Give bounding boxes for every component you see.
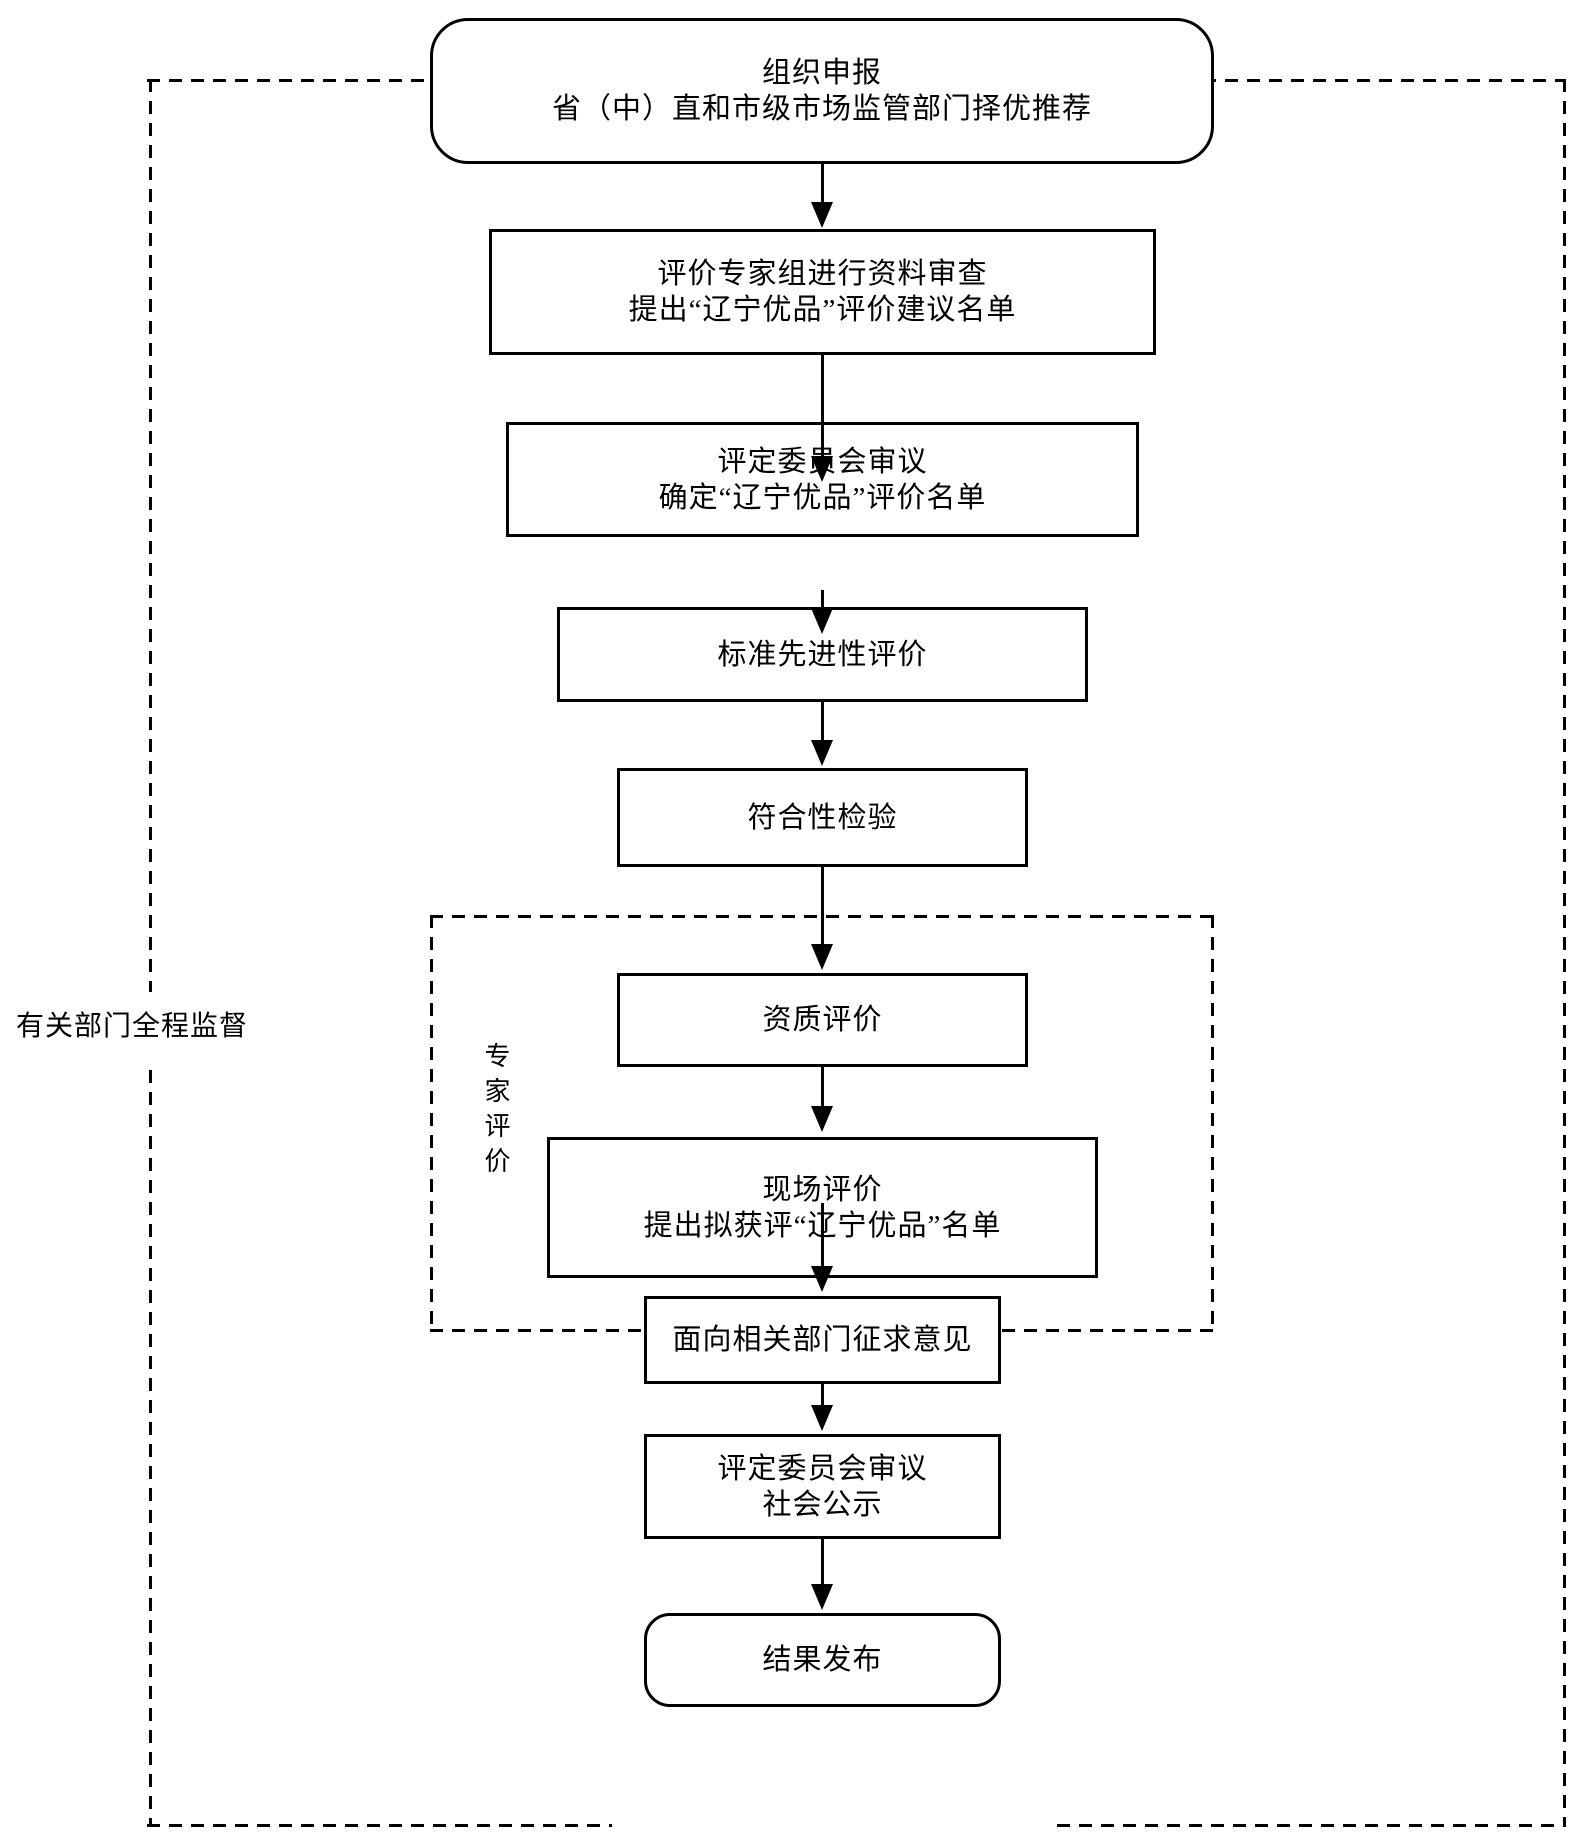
node-material-review: 评价专家组进行资料审查 提出“辽宁优品”评价建议名单: [489, 229, 1156, 355]
node-solicit-opinion-line1: 面向相关部门征求意见: [672, 1324, 973, 1356]
node-qualification-eval-line1: 资质评价: [762, 1004, 883, 1036]
node-final-review-line1: 评定委员会审议: [717, 1452, 928, 1485]
node-start-line1: 组织申报: [761, 57, 882, 89]
node-start-line2: 省（中）直和市级市场监管部门择优推荐: [551, 93, 1092, 125]
arrow-material-review-to-committee-review: [811, 355, 833, 482]
node-conformity-test: 符合性检验: [617, 768, 1028, 867]
arrow-solicit-opinion-to-final-review: [811, 1384, 833, 1431]
node-onsite-eval-line1: 现场评价: [762, 1173, 883, 1206]
node-standard-eval-line1: 标准先进性评价: [717, 638, 928, 671]
arrow-conformity-test-to-qualification-eval: [811, 867, 833, 970]
node-publish-line1: 结果发布: [762, 1644, 883, 1676]
arrow-qualification-eval-to-onsite-eval: [811, 1067, 833, 1132]
node-solicit-opinion: 面向相关部门征求意见: [644, 1296, 1001, 1384]
node-qualification-eval: 资质评价: [617, 973, 1028, 1067]
supervision-boundary-left-upper: [149, 79, 152, 992]
arrow-onsite-eval-to-solicit-opinion: [811, 1203, 833, 1292]
supervision-boundary-bottom-left: [147, 1824, 612, 1827]
node-conformity-test-line1: 符合性检验: [747, 801, 898, 834]
expert-evaluation-label: 专家评价: [481, 1042, 510, 1182]
node-publish: 结果发布: [644, 1613, 1001, 1707]
arrow-start-to-material-review: [811, 164, 833, 228]
node-final-review-line2: 社会公示: [762, 1488, 883, 1521]
node-start: 组织申报 省（中）直和市级市场监管部门择优推荐: [430, 18, 1214, 164]
supervision-boundary-bottom-right: [1057, 1824, 1566, 1827]
node-committee-review-line2: 确定“辽宁优品”评价名单: [658, 481, 987, 514]
supervision-boundary-left-lower: [149, 1070, 152, 1827]
node-material-review-line2: 提出“辽宁优品”评价建议名单: [628, 294, 1017, 326]
arrow-standard-eval-to-conformity-test: [811, 702, 833, 766]
supervision-boundary-right: [1563, 79, 1566, 1827]
supervision-label: 有关部门全程监督: [16, 1011, 249, 1042]
node-final-review: 评定委员会审议 社会公示: [644, 1434, 1001, 1539]
arrow-final-review-to-publish: [811, 1539, 833, 1610]
arrow-committee-review-to-standard-eval: [811, 590, 833, 634]
node-material-review-line1: 评价专家组进行资料审查: [657, 258, 988, 290]
expert-evaluation-group-right: [1211, 915, 1214, 1332]
expert-evaluation-group-left: [430, 915, 433, 1332]
